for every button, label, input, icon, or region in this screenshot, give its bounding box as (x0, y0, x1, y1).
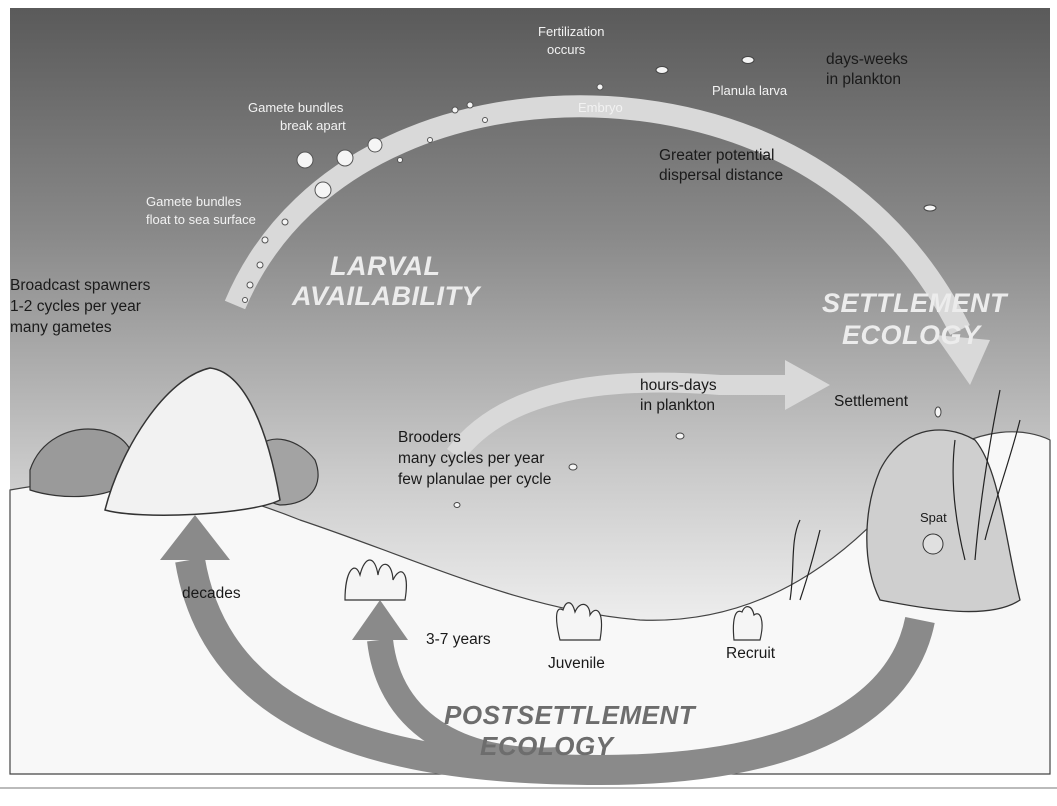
brooder-arrowhead (785, 360, 830, 410)
recruit-coral (732, 606, 763, 641)
postsettlement-arrow-inner (367, 638, 561, 774)
broadcast-spawner-coral-mound (104, 367, 281, 516)
larvae (453, 56, 942, 508)
juvenile-coral (556, 602, 602, 641)
settlement-rock (866, 429, 1021, 613)
gamete-bundles (242, 83, 604, 303)
broadcast-spawners-label: Broadcast spawners 1-2 cycles per year m… (10, 277, 155, 336)
postsettlement-arrow-outer (175, 557, 935, 786)
brooder-arrow (447, 372, 790, 462)
coral-3-7-years (344, 559, 407, 601)
planula-larva-label: Planula larva (712, 83, 788, 98)
seaweed-right (789, 389, 1021, 601)
settlement-label: Settlement (834, 393, 909, 410)
juvenile-label: Juvenile (548, 655, 605, 672)
spat-coral (922, 533, 944, 555)
gamete-bundles-break-label: Gamete bundles break apart (248, 100, 347, 133)
hours-days-label: hours-days in plankton (640, 377, 721, 414)
settlement-ecology-title: SETTLEMENT ECOLOGY (822, 288, 1015, 350)
greater-dispersal-label: Greater potential dispersal distance (659, 147, 783, 184)
embryo-label: Embryo (578, 100, 623, 115)
brooders-label: Brooders many cycles per year few planul… (398, 429, 551, 488)
recruit-label: Recruit (726, 645, 776, 662)
days-weeks-label: days-weeks in plankton (826, 51, 912, 88)
postsettlement-arrowhead-inner (352, 600, 408, 640)
postsettlement-ecology-title: POSTSETTLEMENT ECOLOGY (444, 700, 703, 761)
larval-dispersal-arrowhead (935, 335, 990, 385)
spat-label: Spat (920, 510, 947, 525)
gamete-bundles-float-label: Gamete bundles float to sea surface (146, 194, 256, 227)
postsettlement-arrowhead-outer (160, 515, 230, 560)
fertilization-label: Fertilization occurs (538, 24, 608, 57)
three-seven-years-label: 3-7 years (426, 631, 491, 648)
larval-availability-title: LARVAL AVAILABILITY (291, 251, 482, 311)
decades-label: decades (182, 585, 241, 602)
